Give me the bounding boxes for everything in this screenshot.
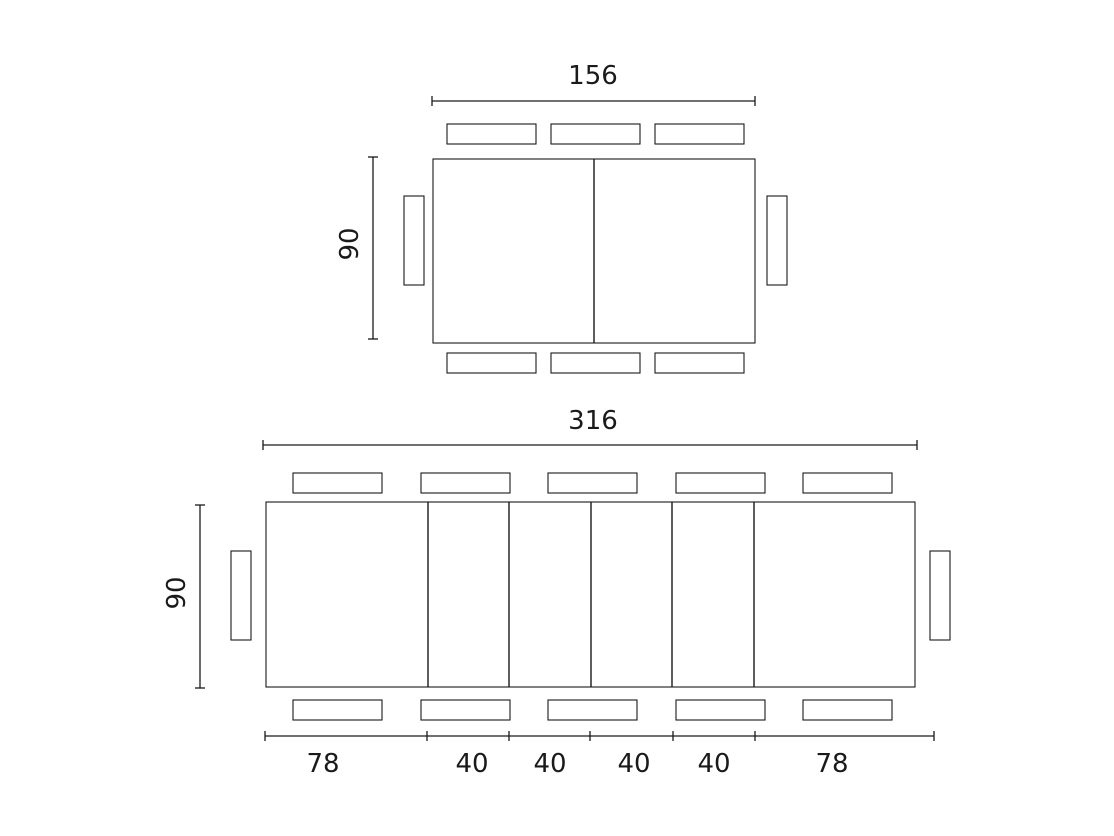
chair (802, 699, 893, 721)
segment-dimension: 78 40 40 40 40 78 (264, 731, 935, 779)
chair (403, 195, 425, 286)
segment-label: 40 (617, 749, 650, 779)
chair (446, 123, 537, 145)
extended-width-dimension: 316 (262, 406, 918, 450)
chair (547, 699, 638, 721)
chair (230, 550, 252, 641)
chair (675, 699, 766, 721)
small-width-dimension: 156 (431, 61, 756, 106)
segment-label: 78 (306, 749, 339, 779)
chair (292, 472, 383, 494)
chair (292, 699, 383, 721)
segment-label: 40 (697, 749, 730, 779)
extended-depth-dimension: 90 (162, 504, 205, 689)
chair (550, 123, 641, 145)
chair (420, 699, 511, 721)
small-depth-dimension: 90 (335, 156, 378, 340)
chair (654, 352, 745, 374)
segment-label: 40 (455, 749, 488, 779)
segment-label: 40 (533, 749, 566, 779)
extended-depth-label: 90 (162, 576, 192, 609)
small-width-label: 156 (568, 61, 618, 91)
chair (802, 472, 893, 494)
chair (929, 550, 951, 641)
small-depth-label: 90 (335, 227, 365, 260)
chair (675, 472, 766, 494)
extended-width-label: 316 (568, 406, 618, 436)
chair (420, 472, 511, 494)
chair (547, 472, 638, 494)
chair (766, 195, 788, 286)
chair (654, 123, 745, 145)
chair (550, 352, 641, 374)
extended-table: 316 90 (162, 406, 951, 779)
small-table: 156 90 (335, 61, 788, 374)
chair (446, 352, 537, 374)
segment-label: 78 (815, 749, 848, 779)
